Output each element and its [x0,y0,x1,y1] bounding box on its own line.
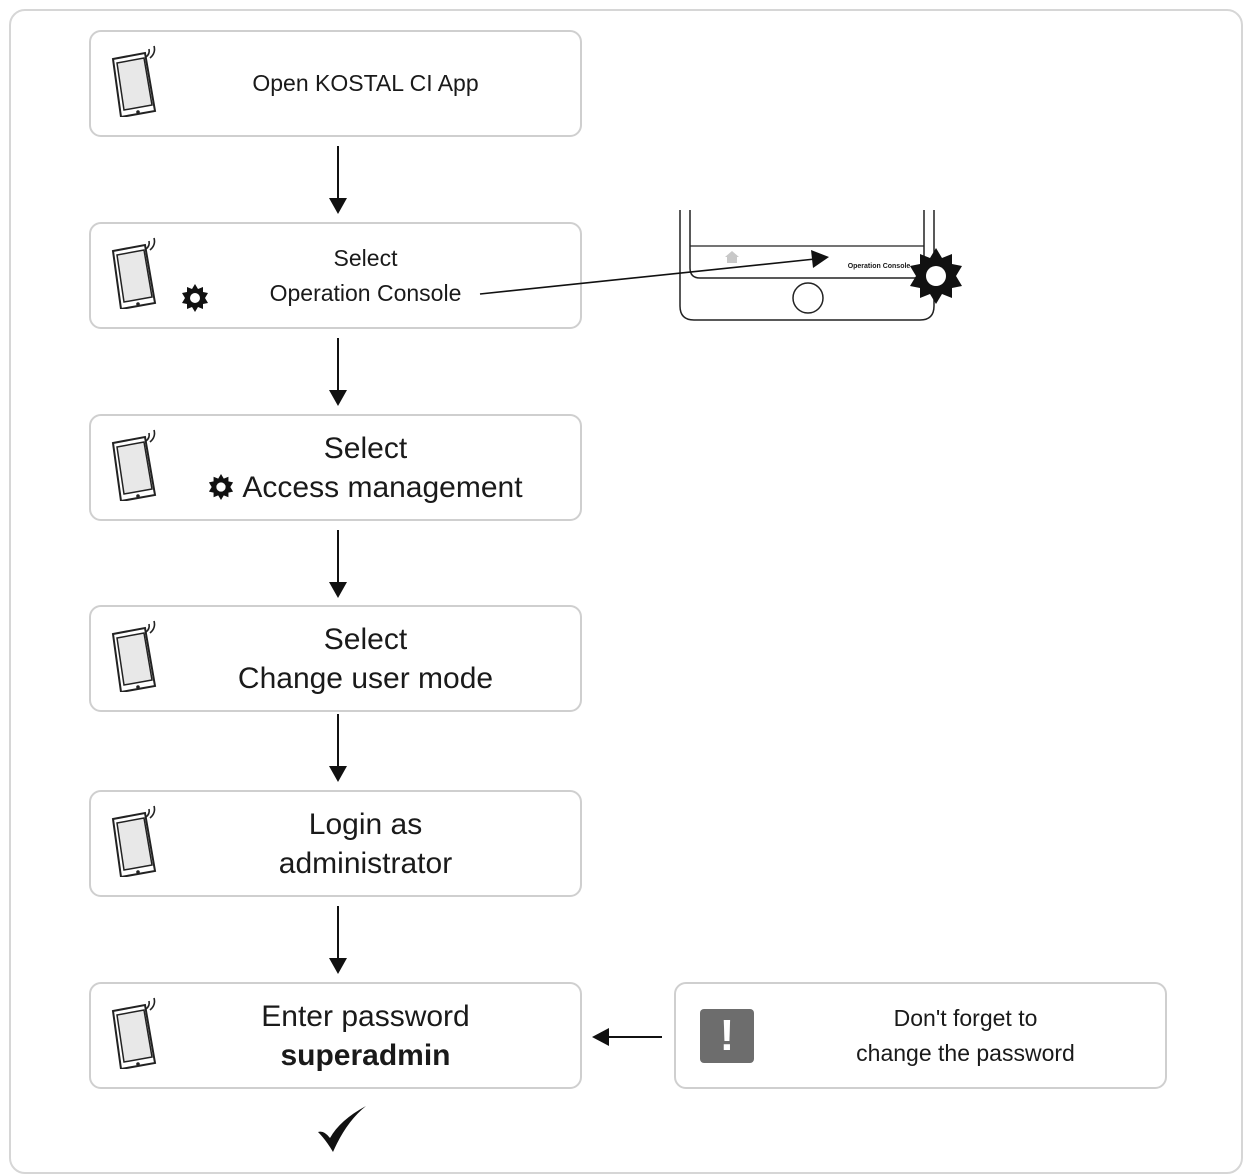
step-label: Open KOSTAL CI App [252,70,479,97]
step-open-app: Open KOSTAL CI App [89,30,582,137]
step-label: Select [323,431,408,465]
step-login-administrator: Login as administrator [89,790,582,897]
step-select-operation-console: Select Operation Console [89,222,582,329]
exclamation-icon: ! [700,1009,754,1063]
note-line-1: Don't forget to [893,1004,1038,1031]
flow-arrow [329,530,347,598]
checkmark-icon [318,1106,366,1152]
step-label: Enter password [261,999,470,1033]
step-label: Select [323,622,408,656]
flow-arrow [329,146,347,214]
step-select-access-management: Select Access management [89,414,582,521]
step-label-target: Operation Console [269,279,462,306]
step-label: Login as [308,807,423,841]
gear-icon [208,474,234,500]
note-line-2: change the password [856,1039,1075,1066]
step-select-change-user-mode: Select Change user mode [89,605,582,712]
password-value: superadmin [280,1038,451,1072]
flow-arrow [329,714,347,782]
password-reminder-note: ! Don't forget to change the password [674,982,1167,1089]
home-icon [725,251,739,263]
flow-arrow [329,338,347,406]
note-arrow [592,1028,662,1046]
step-enter-password: Enter password superadmin [89,982,582,1089]
step-label-target: Access management [242,470,523,504]
step-label: Select [333,244,398,271]
step-label-target: administrator [278,846,453,880]
flow-arrow [329,906,347,974]
step-label-target: Change user mode [237,661,494,695]
pointer-arrow [479,250,829,295]
phone-tab-label: Operation Console [847,263,911,270]
